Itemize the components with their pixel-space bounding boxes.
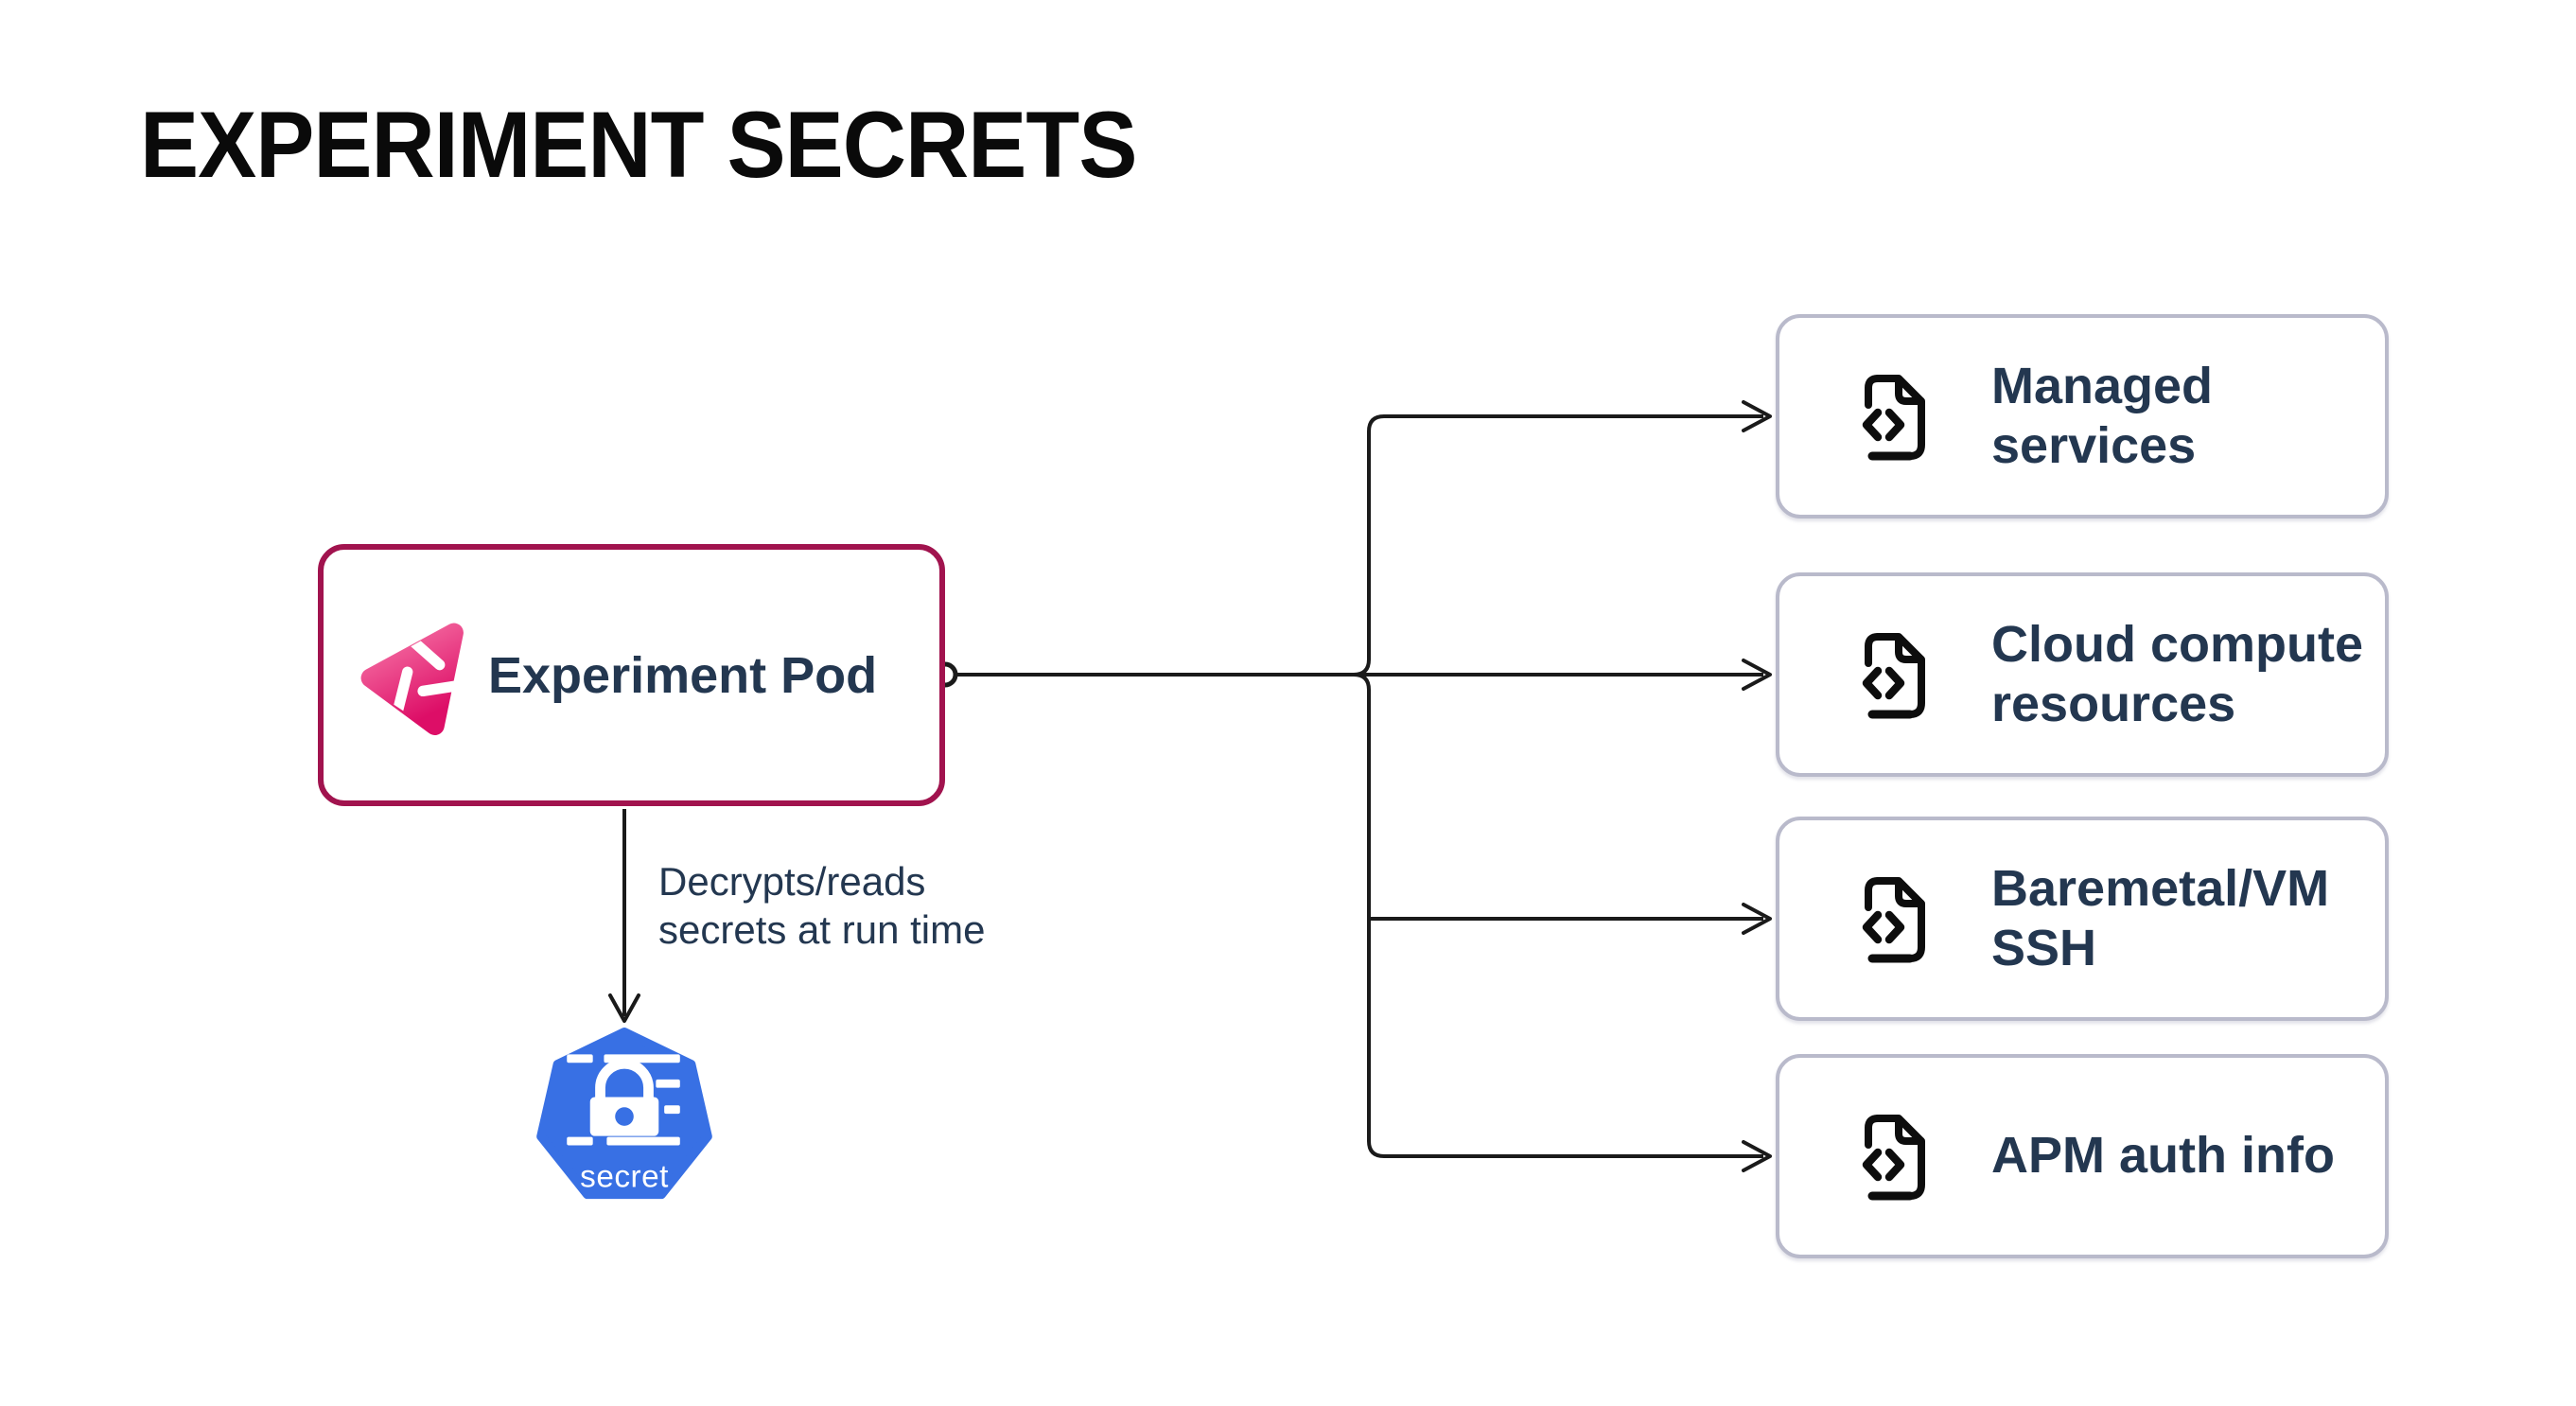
- target-label: APM auth info: [1991, 1127, 2335, 1185]
- file-code-icon: [1862, 1115, 1925, 1201]
- decrypts-edge-label: Decrypts/reads secrets at run time: [658, 859, 986, 953]
- experiment-pod-label: Experiment Pod: [488, 646, 878, 704]
- target-box-apm-auth-info: APM auth info: [1776, 1054, 2389, 1258]
- target-box-cloud-compute: Cloud compute resources: [1776, 572, 2389, 777]
- target-box-managed-services: Managed services: [1776, 314, 2389, 518]
- page-title: EXPERIMENT SECRETS: [140, 92, 1137, 197]
- target-label: Managed services: [1991, 357, 2214, 474]
- litmus-chaos-icon: [360, 623, 466, 735]
- file-code-icon: [1862, 633, 1925, 719]
- target-box-baremetal-vm-ssh: Baremetal/VM SSH: [1776, 817, 2389, 1021]
- target-label: Baremetal/VM SSH: [1991, 859, 2330, 976]
- arrowhead-icons: [1742, 400, 1772, 1172]
- target-label: Cloud compute resources: [1991, 615, 2363, 732]
- file-code-icon: [1862, 877, 1925, 963]
- kubernetes-secret-icon: secret: [536, 1027, 712, 1200]
- kubernetes-secret-node: secret: [532, 1027, 717, 1212]
- experiment-pod-node: Experiment Pod: [318, 544, 945, 806]
- secret-node-label: secret: [580, 1160, 669, 1195]
- file-code-icon: [1862, 375, 1925, 461]
